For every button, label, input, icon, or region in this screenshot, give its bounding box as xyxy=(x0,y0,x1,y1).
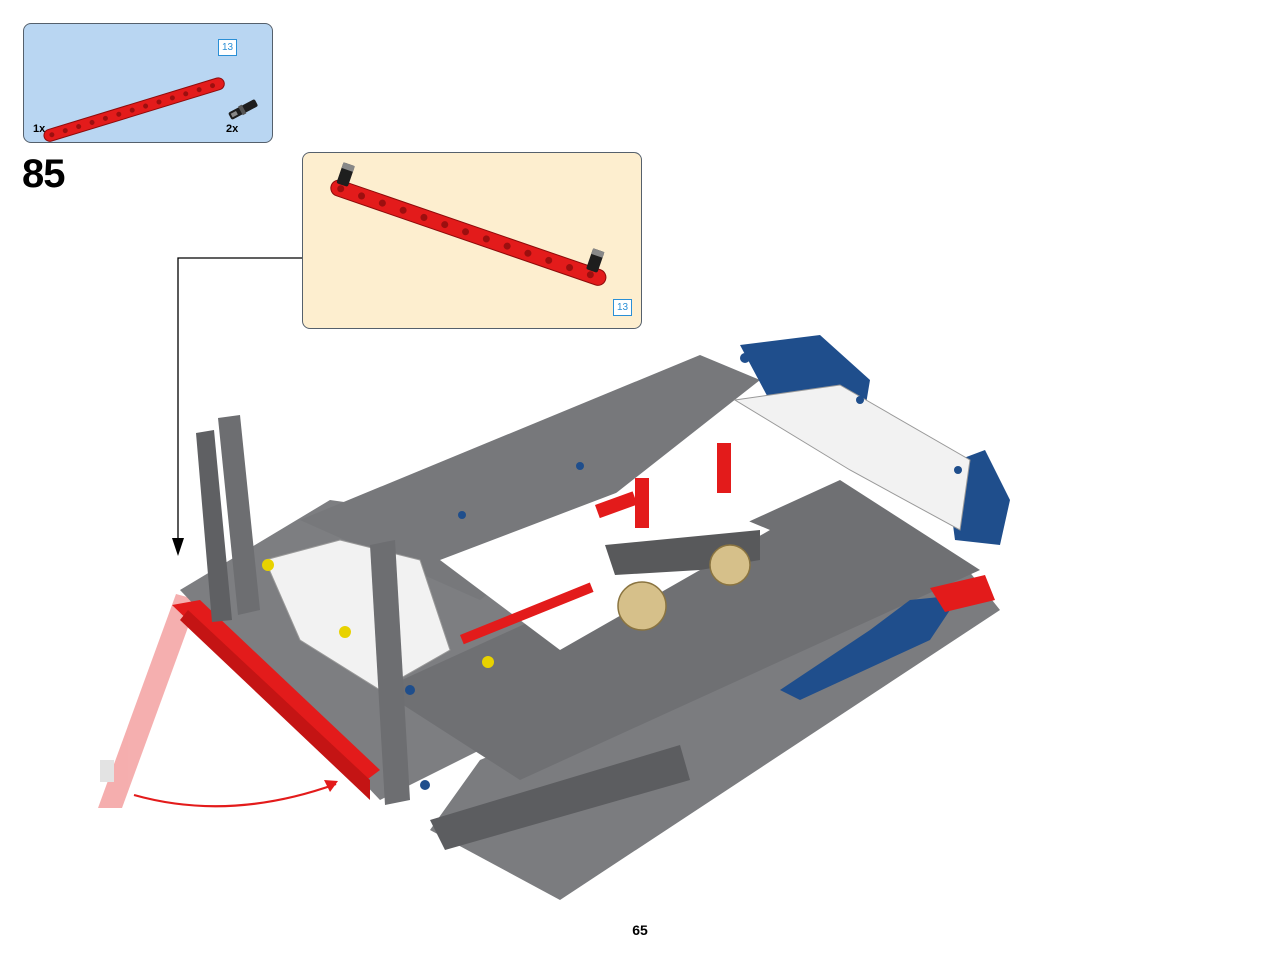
beam-with-pins-image xyxy=(330,162,607,286)
callout-arrow-head xyxy=(172,538,184,556)
chassis-model xyxy=(172,335,1010,900)
rotation-arrow-head xyxy=(324,780,338,792)
ghost-red-beam xyxy=(98,594,198,808)
callout-connector-line xyxy=(177,257,302,545)
page-number: 65 xyxy=(632,922,648,938)
part-quantity: 2x xyxy=(226,123,239,135)
black-friction-pin-part-image xyxy=(228,99,258,120)
sub-step-callout: 13 xyxy=(302,152,642,329)
red-beam-13-part-image xyxy=(43,77,225,142)
length-badge: 13 xyxy=(218,39,237,56)
length-badge: 13 xyxy=(613,299,632,316)
step-number: 85 xyxy=(22,152,65,196)
part-quantity: 1x xyxy=(33,123,46,135)
rotation-arrow xyxy=(133,782,337,808)
parts-list-box: 13 1x 2x xyxy=(23,23,273,143)
